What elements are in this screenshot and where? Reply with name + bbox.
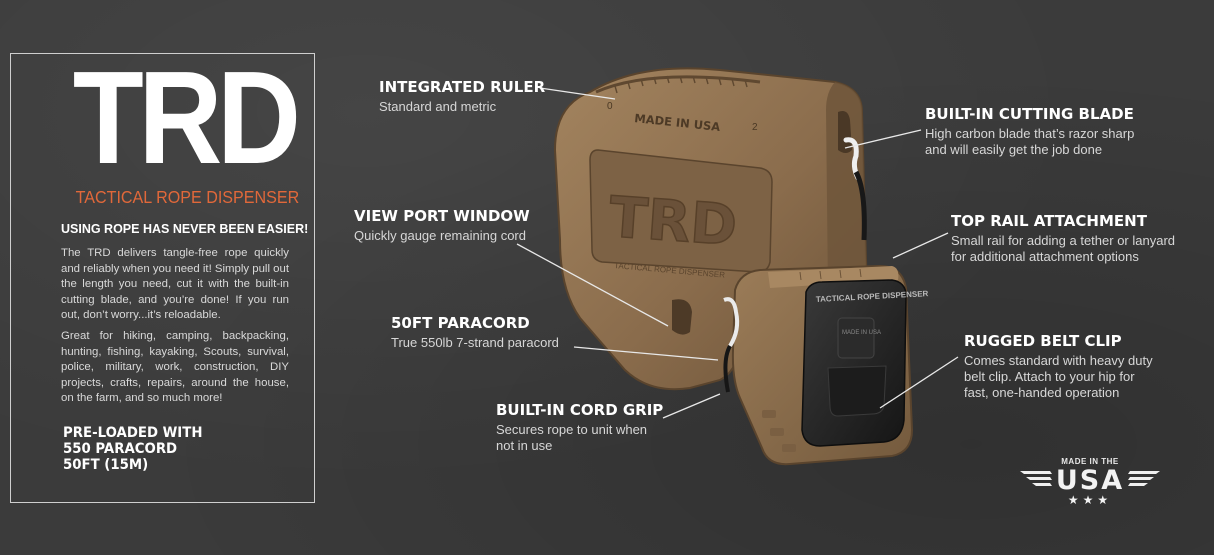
badge-usa-text: USA — [1055, 465, 1125, 496]
callout-cordgrip: BUILT-IN CORD GRIP Secures rope to unit … — [496, 401, 663, 454]
white-cord — [843, 137, 861, 181]
stamp-trd: TRD — [607, 185, 739, 259]
viewport-leader — [516, 243, 669, 327]
belt-clip — [801, 279, 907, 447]
badge-small-text: MADE IN THE — [1061, 457, 1119, 466]
badge-wings-icon — [1020, 471, 1160, 486]
callout-desc: Comes standard with heavy duty — [964, 353, 1153, 368]
preload-line: 550 PARACORD — [63, 441, 178, 457]
callout-desc: Secures rope to unit when — [496, 422, 648, 437]
brand-subtitle: TACTICAL ROPE DISPENSER — [75, 187, 300, 207]
callout-desc: belt clip. Attach to your hip for — [964, 369, 1135, 384]
blade-leader — [844, 129, 922, 149]
callout-title: 50FT PARACORD — [391, 314, 530, 332]
ruler-zero: 0 — [607, 101, 613, 112]
callout-desc: and will easily get the job done — [925, 142, 1103, 157]
callout-title: INTEGRATED RULER — [379, 78, 546, 96]
cordgrip-leader — [662, 393, 721, 419]
brand-title: TRD — [72, 44, 301, 191]
callout-title: BUILT-IN CORD GRIP — [496, 401, 664, 419]
callout-rail: TOP RAIL ATTACHMENT Small rail for addin… — [951, 212, 1175, 265]
info-panel: TRD TACTICAL ROPE DISPENSER USING ROPE H… — [10, 44, 315, 503]
made-in-usa-badge: MADE IN THE USA ★★★ — [1020, 455, 1160, 515]
view-port-slot — [672, 299, 692, 335]
intro-paragraph: The TRD delivers tangle-free rope quickl… — [61, 247, 289, 321]
badge-stars-icon: ★★★ — [1067, 493, 1113, 507]
ruler-leader — [539, 87, 616, 100]
callout-desc: Quickly gauge remaining cord — [354, 228, 526, 243]
callout-desc: Standard and metric — [379, 99, 497, 114]
preload-line: 50FT (15M) — [63, 457, 149, 473]
callout-paracord: 50FT PARACORD True 550lb 7-strand paraco… — [391, 314, 559, 351]
preload-line: PRE-LOADED WITH — [63, 425, 203, 441]
callout-desc: Small rail for adding a tether or lanyar… — [951, 233, 1176, 248]
callout-desc: for additional attachment options — [951, 249, 1139, 264]
clip-leader — [879, 356, 959, 409]
rail-leader — [892, 232, 949, 259]
callout-title: BUILT-IN CUTTING BLADE — [925, 105, 1134, 123]
callout-viewport: VIEW PORT WINDOW Quickly gauge remaining… — [354, 207, 530, 244]
headline: USING ROPE HAS NEVER BEEN EASIER! — [61, 222, 309, 236]
callout-desc: not in use — [496, 438, 553, 453]
preload-info: PRE-LOADED WITH 550 PARACORD 50FT (15M) — [63, 425, 210, 473]
top-rail — [768, 266, 899, 288]
callout-desc: True 550lb 7-strand paracord — [391, 335, 559, 350]
callout-title: VIEW PORT WINDOW — [354, 207, 530, 225]
ruler-ridge — [595, 75, 761, 94]
paracord-leader — [573, 346, 719, 361]
black-cord — [853, 170, 867, 241]
callout-blade: BUILT-IN CUTTING BLADE High carbon blade… — [925, 105, 1134, 158]
callout-title: TOP RAIL ATTACHMENT — [951, 212, 1147, 230]
callout-ruler: INTEGRATED RULER Standard and metric — [379, 78, 545, 115]
callout-clip: RUGGED BELT CLIP Comes standard with hea… — [964, 332, 1153, 401]
ruler-two: 2 — [752, 122, 758, 133]
clip-stamp: MADE IN USA — [842, 330, 881, 336]
uses-paragraph: Great for hiking, camping, backpacking, … — [61, 330, 289, 404]
callout-desc: High carbon blade that’s razor sharp — [925, 126, 1135, 141]
callout-title: RUGGED BELT CLIP — [964, 332, 1122, 350]
callout-desc: fast, one-handed operation — [964, 385, 1120, 400]
